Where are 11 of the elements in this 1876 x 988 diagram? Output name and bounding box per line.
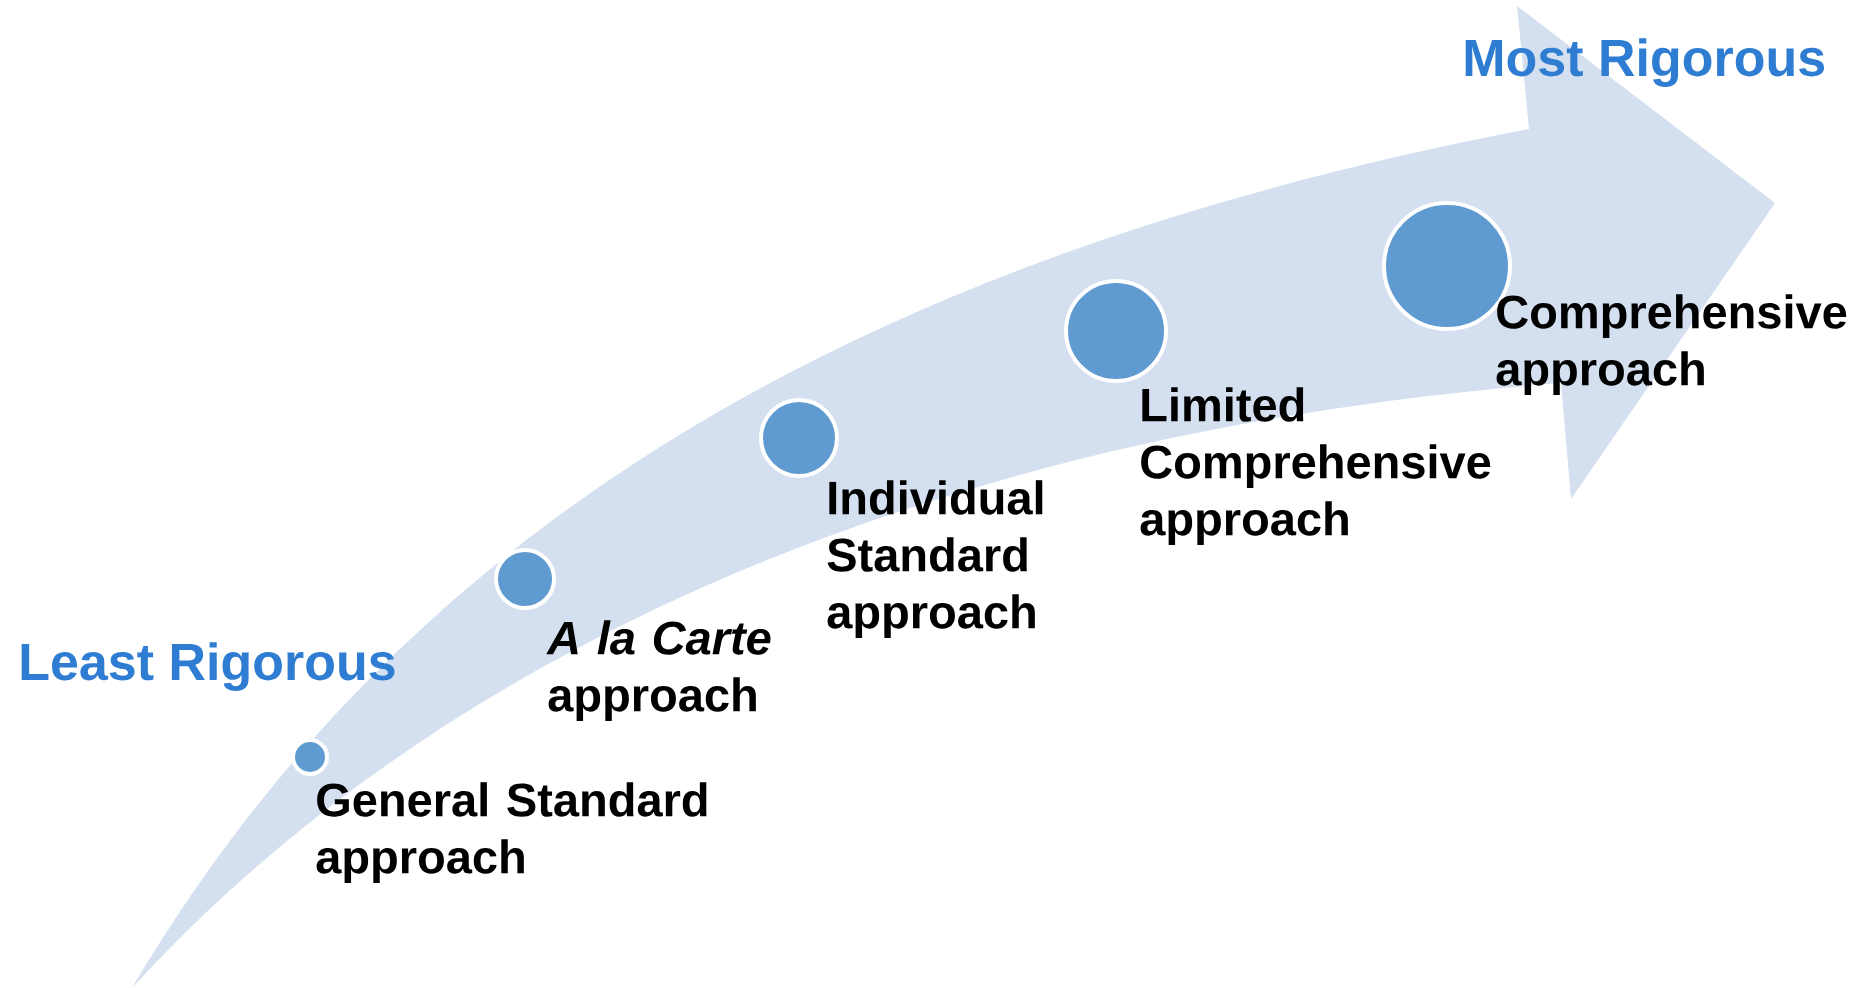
- step-dot: [494, 548, 556, 610]
- step-dot: [759, 398, 839, 478]
- step-label: General Standard approach: [316, 782, 707, 883]
- step-label: Limited Comprehensive approach: [1140, 387, 1491, 545]
- step-label: Individual Standard approach: [827, 480, 1043, 638]
- step-label: A la Carte approach: [546, 620, 771, 721]
- scale-label: Most Rigorous: [1465, 38, 1825, 87]
- step-dot: [1064, 279, 1168, 383]
- step-label: Comprehensive approach: [1496, 294, 1847, 395]
- scale-label: Least Rigorous: [21, 642, 395, 691]
- step-dot: [291, 738, 329, 776]
